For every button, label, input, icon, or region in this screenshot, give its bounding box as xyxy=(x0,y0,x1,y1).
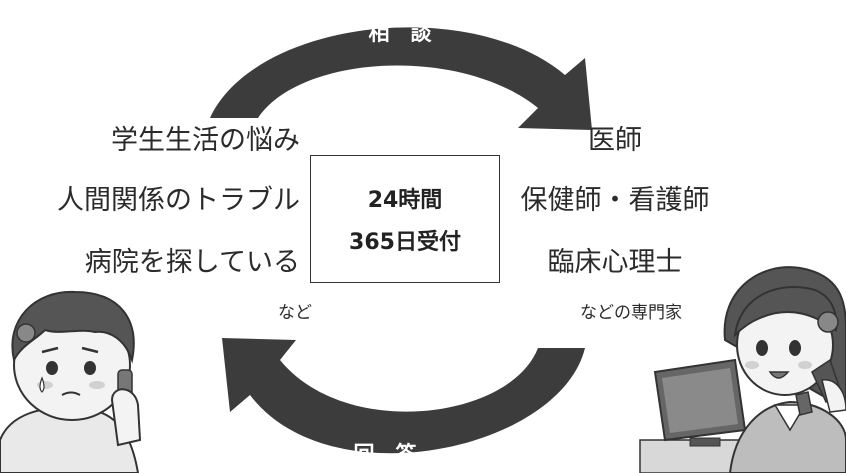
right-item-psychologist: 臨床心理士 xyxy=(547,247,683,278)
left-item-relationships: 人間関係のトラブル xyxy=(57,185,300,216)
right-item-nurse: 保健師・看護師 xyxy=(520,185,710,216)
bottom-arrow-label: 回 答 xyxy=(354,442,418,466)
center-line-1: 24時間 xyxy=(367,188,443,213)
center-box: 24時間 365日受付 xyxy=(310,155,500,283)
bottom-arrow xyxy=(222,338,585,454)
top-arrow xyxy=(210,27,592,130)
left-item-student-life: 学生生活の悩み xyxy=(111,125,300,156)
student-illustration xyxy=(0,290,142,473)
counselor-illustration xyxy=(639,266,846,473)
right-footer: などの専門家 xyxy=(580,303,682,323)
bottom-arrow-sub: (情報) xyxy=(429,449,467,465)
left-footer: など xyxy=(278,303,312,323)
center-line-2: 365日受付 xyxy=(349,230,461,255)
left-item-find-hospital: 病院を探している xyxy=(84,247,300,278)
top-arrow-label: 相 談 xyxy=(369,21,433,45)
right-item-doctor: 医師 xyxy=(588,125,642,156)
